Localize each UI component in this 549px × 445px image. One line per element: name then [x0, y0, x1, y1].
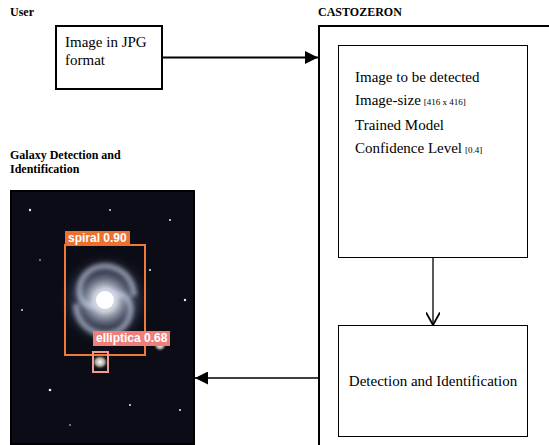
box-text: Image to be detected [355, 69, 480, 85]
box-body: Image in JPG format [57, 27, 161, 75]
arrow-connector [163, 57, 318, 59]
arrow-connector [432, 258, 433, 325]
text-line: Trained Model [355, 114, 519, 137]
star [169, 219, 171, 221]
box-body: Image to be detectedImage-size[416 x 416… [339, 46, 527, 170]
node-heading: User [10, 5, 70, 19]
box-body: Detection and Identification [341, 364, 525, 398]
node-heading: CASTOZERON [318, 5, 518, 19]
box-text: Detection and Identification [349, 373, 517, 389]
star [21, 309, 23, 311]
parameter-value: [416 x 416] [424, 97, 466, 107]
detection-label: elliptica 0.68 [93, 331, 170, 346]
result-frame: Galaxy Detection and Identification [10, 190, 195, 445]
settings-box: Image to be detectedImage-size[416 x 416… [338, 45, 528, 258]
node-heading: Galaxy Detection and Identification [10, 148, 122, 176]
detection-label: spiral 0.90 [65, 231, 130, 246]
spiral-arms [76, 266, 134, 334]
text-line: Image-size[416 x 416] [355, 89, 519, 114]
box-text: Image in JPG format [65, 34, 147, 68]
text-line: Detection and Identification [349, 372, 517, 390]
parameter-value: [0.4] [465, 145, 482, 155]
star [29, 209, 31, 211]
detection-box [93, 352, 108, 372]
star [69, 424, 71, 426]
star-field [21, 209, 186, 426]
star [179, 409, 181, 411]
box-text: Trained Model [355, 117, 444, 133]
galaxy-core [96, 291, 114, 309]
star [184, 299, 186, 301]
star [149, 269, 151, 271]
text-line: Confidence Level[0.4] [355, 137, 519, 162]
star [129, 404, 131, 406]
text-line: Image to be detected [355, 66, 519, 89]
input-box: UserImage in JPG format [55, 25, 163, 90]
galaxy-image [10, 190, 195, 445]
arrow-connector [195, 377, 318, 379]
star [109, 209, 111, 211]
system-box: CASTOZERONImage to be detectedImage-size… [318, 25, 549, 445]
box-text: Confidence Level [355, 140, 462, 156]
text-line: Image in JPG format [65, 33, 153, 69]
star [39, 259, 41, 261]
space-background [10, 190, 195, 445]
process-box: Detection and Identification [338, 325, 528, 437]
box-text: Image-size [355, 92, 421, 108]
star [49, 389, 52, 392]
